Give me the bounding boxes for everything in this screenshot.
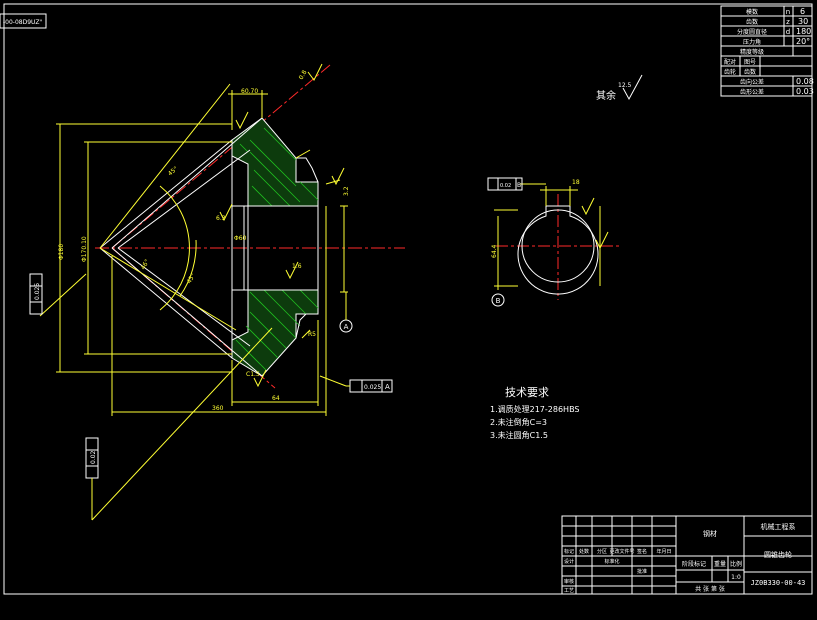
- param-diameter-val: 180: [796, 27, 811, 36]
- dim-hub-len: 64: [272, 395, 280, 402]
- dim-key-width: 18: [572, 179, 580, 186]
- param-teeth-val: 30: [798, 17, 808, 26]
- title-ratio: 比例: [730, 560, 742, 568]
- title-date: 年月日: [656, 548, 671, 555]
- param-module-sym: n: [786, 8, 790, 16]
- title-part-name: 圆锥齿轮: [764, 550, 792, 559]
- dim-rough4: 0.8: [298, 69, 309, 81]
- roughness-mark-1: [235, 111, 249, 130]
- title-count: 处数: [579, 548, 589, 555]
- svg-text:0.025: 0.025: [364, 384, 381, 391]
- roughness-mark-5: [285, 261, 299, 280]
- gear-section-view: [95, 64, 405, 389]
- title-approve: 批准: [637, 568, 647, 575]
- tech-item-2: 2.未注倒角C=3: [490, 417, 547, 427]
- param-diameter-sym: d: [786, 28, 790, 36]
- dim-angle2: 46°: [140, 258, 151, 271]
- remaining-roughness-label: 其余: [596, 89, 616, 102]
- roughness-mark-4: [331, 167, 345, 186]
- title-change-doc: 更改文件号: [609, 548, 634, 555]
- dim-total-len: 360: [212, 405, 224, 412]
- param-module-label: 模数: [746, 8, 758, 16]
- roughness-mark-6: [253, 369, 267, 388]
- param-accuracy-label: 精度等级: [740, 48, 764, 56]
- title-block: 钢材 机械工程系 圆锥齿轮 JZ0B330-00-43 阶段标记 重量 比例 1…: [561, 515, 813, 595]
- title-stage-mark: 阶段标记: [682, 560, 706, 568]
- roughness-mark-keyway: [581, 197, 595, 216]
- title-material: 钢材: [703, 529, 717, 538]
- title-standardize: 标准化: [604, 558, 619, 565]
- tech-heading: 技术要求: [505, 386, 549, 399]
- svg-text:0.02: 0.02: [500, 183, 511, 189]
- param-mating-label: 配对: [724, 58, 736, 66]
- param-pressure-angle-label: 压力角: [743, 38, 761, 46]
- param-diameter-label: 分度圆直径: [737, 28, 767, 36]
- title-org: 机械工程系: [761, 522, 796, 531]
- dim-rough2: 1.6: [292, 263, 302, 270]
- param-profile-tol-label: 齿形公差: [740, 88, 764, 96]
- gdt-frame-left-1: 0.025: [29, 273, 43, 315]
- remaining-roughness-value: 12.5: [618, 82, 632, 89]
- title-designer: 设计: [564, 558, 574, 565]
- dim-bore: Φ60: [234, 235, 247, 242]
- roughness-mark-3: [307, 63, 323, 81]
- dim-key-height: 64.4: [491, 244, 498, 258]
- param-drawing-label: 图号: [744, 59, 756, 66]
- tech-item-3: 3.未注圆角C1.5: [490, 430, 548, 440]
- dim-top-len: 60.70: [241, 88, 258, 95]
- title-drawing-no: JZ0B330-00-43: [751, 579, 806, 587]
- title-marker: 标记: [564, 548, 574, 555]
- corner-label-box: [0, 13, 47, 29]
- param-profile-tol-val: 0.03: [796, 87, 814, 96]
- param-module-val: 6: [800, 7, 805, 16]
- dim-fillet: R5: [308, 331, 316, 338]
- svg-text:0.025: 0.025: [34, 283, 41, 300]
- title-sheets: 共 张 第 张: [695, 585, 725, 593]
- param-gear-label: 齿轮: [724, 68, 736, 76]
- dim-dia-small: Φ170.10: [81, 236, 88, 262]
- param-lead-tol-label: 齿向公差: [740, 78, 764, 86]
- dim-chamfer: C1.5: [246, 371, 260, 378]
- datum-b-circle: [491, 293, 505, 307]
- bore-side-view: [494, 183, 622, 300]
- param-teeth-label: 齿数: [746, 18, 758, 26]
- svg-text:B: B: [517, 182, 521, 189]
- datum-a-label: A: [344, 323, 349, 331]
- datum-b-label: B: [496, 297, 501, 305]
- gdt-frame-runout: 0.025 A: [346, 379, 393, 393]
- tech-item-1: 1.调质处理217-286HBS: [490, 404, 580, 414]
- param-teeth-sym: z: [786, 18, 790, 26]
- param-pressure-angle-val: 20°: [796, 37, 810, 46]
- param-lead-tol-val: 0.08: [796, 77, 814, 86]
- roughness-mark-2: [219, 203, 233, 222]
- svg-text:A: A: [385, 383, 390, 391]
- dim-angle3: 45°: [186, 272, 197, 285]
- title-process: 工艺: [564, 588, 574, 594]
- roughness-mark-bore: [595, 231, 609, 250]
- gdt-frame-left-2: 0.02: [85, 437, 99, 520]
- svg-text:0.02: 0.02: [90, 450, 97, 464]
- dim-angle1: 45°: [167, 165, 180, 177]
- title-zone: 分区: [597, 548, 607, 555]
- drawing-border: [3, 3, 813, 595]
- parameter-table: 模数 n 6 齿数 z 30 分度圆直径 d 180 压力角 20° 精度等级 …: [720, 5, 814, 97]
- title-signature: 签名: [637, 548, 647, 555]
- dim-dia-big: Φ180: [58, 244, 65, 260]
- title-checker: 审核: [564, 578, 574, 585]
- title-ratio-val: 1:0: [731, 574, 741, 581]
- corner-label: -00-08D9UZ": [3, 19, 42, 26]
- roughness-symbol: [622, 74, 643, 101]
- dim-rough1: 3.2: [343, 186, 350, 196]
- dim-rough3: 6.3: [216, 215, 226, 222]
- gdt-frame-symmetry: 0.02 B: [487, 177, 523, 191]
- title-weight: 重量: [714, 560, 726, 568]
- param-gear-teeth-label: 齿数: [744, 68, 756, 76]
- dimension-lines: [39, 83, 348, 521]
